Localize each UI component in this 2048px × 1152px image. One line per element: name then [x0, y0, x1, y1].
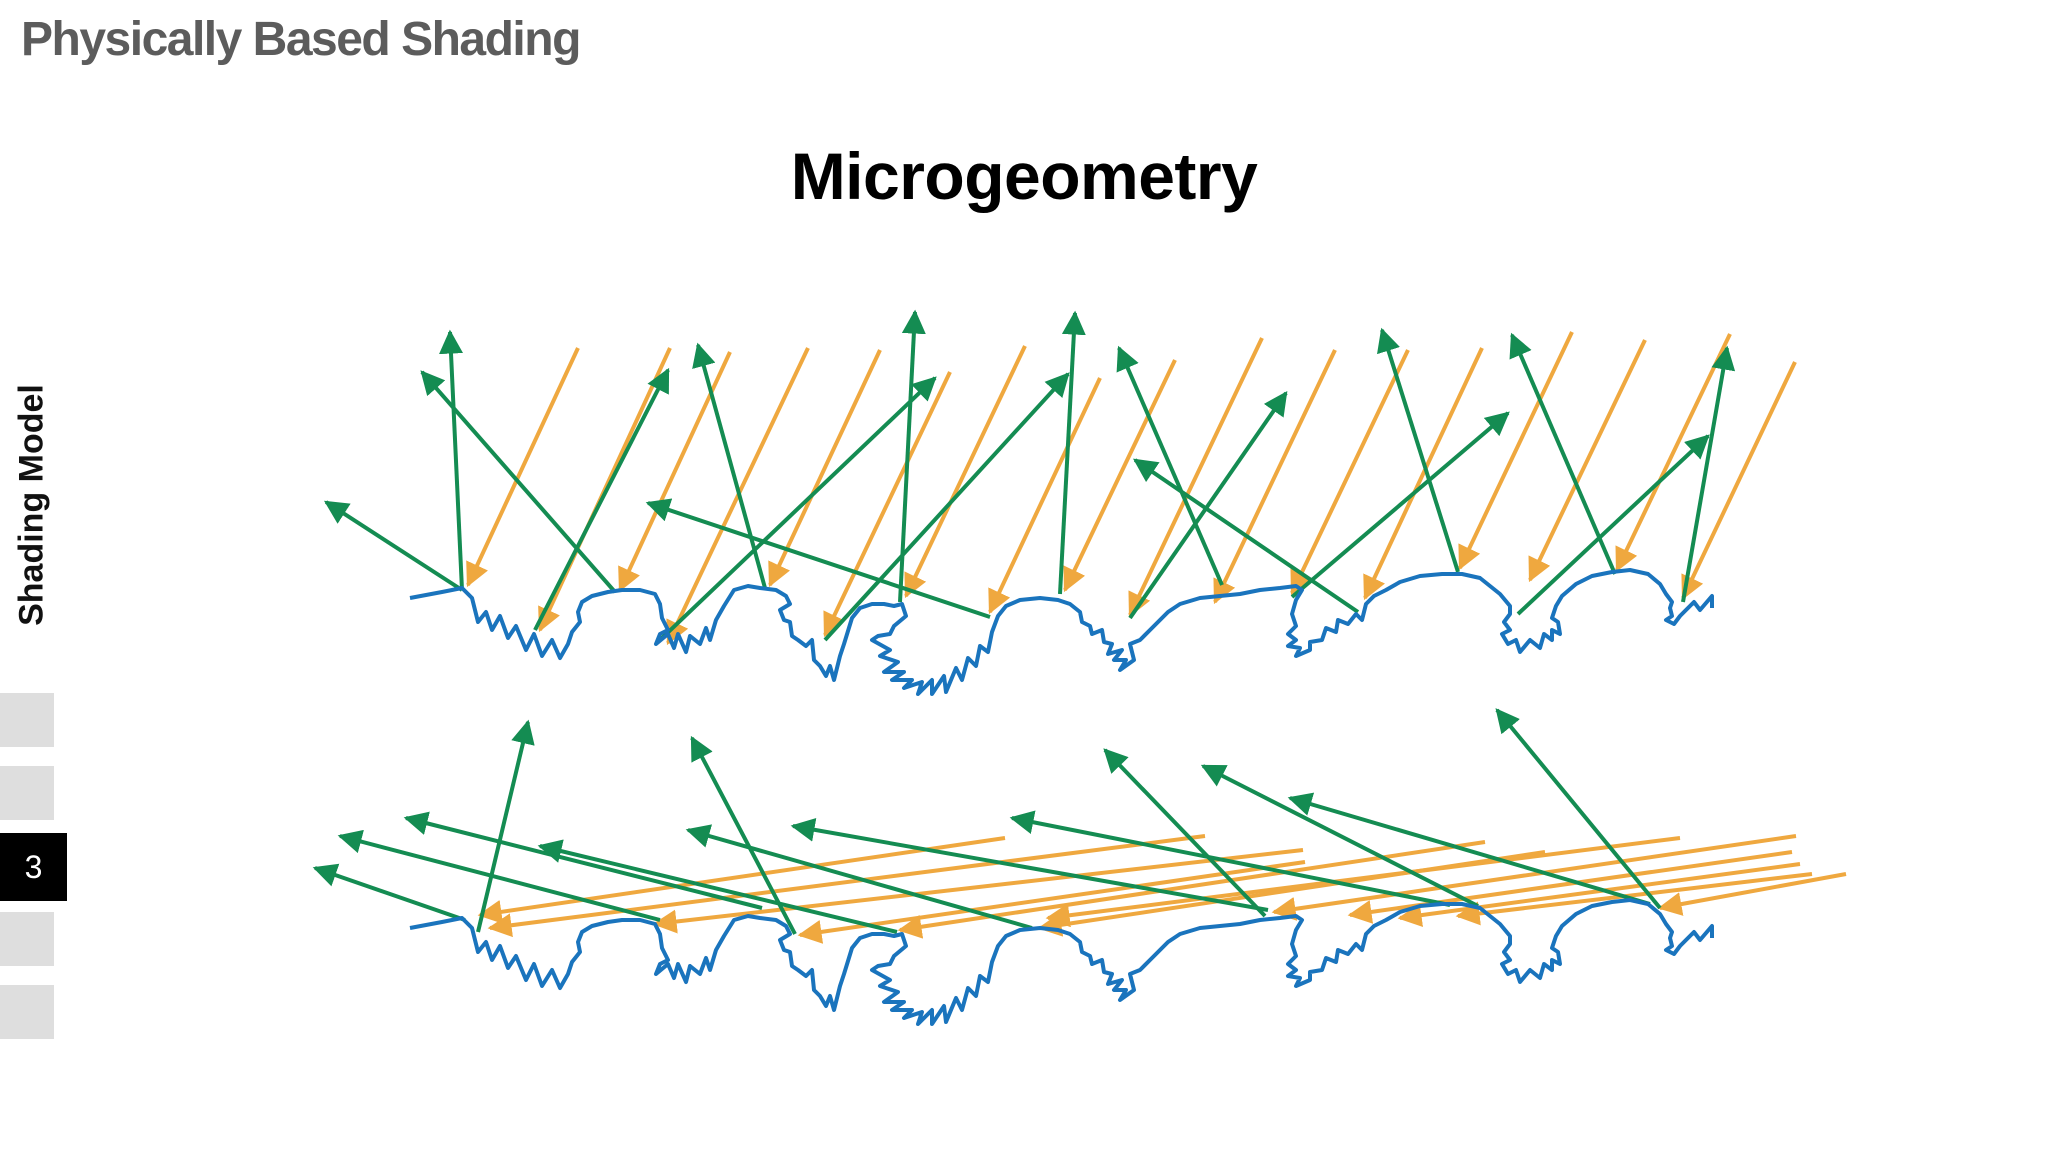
reflected-rays-bottom [312, 708, 1662, 935]
page-tab-5[interactable] [0, 985, 54, 1039]
top-panel [323, 309, 1797, 696]
page-tab-2[interactable] [0, 766, 54, 820]
page-tab-1[interactable] [0, 693, 54, 747]
page-tab-4[interactable] [0, 912, 54, 966]
slide-title: Microgeometry [790, 139, 1258, 213]
microsurface-top [409, 568, 1714, 696]
header-title: Physically Based Shading [21, 13, 581, 66]
microsurface-bottom [409, 898, 1714, 1026]
bottom-panel [312, 708, 1847, 1026]
reflected-rays-top [323, 309, 1736, 642]
page-tab-current[interactable]: 3 [0, 833, 67, 901]
